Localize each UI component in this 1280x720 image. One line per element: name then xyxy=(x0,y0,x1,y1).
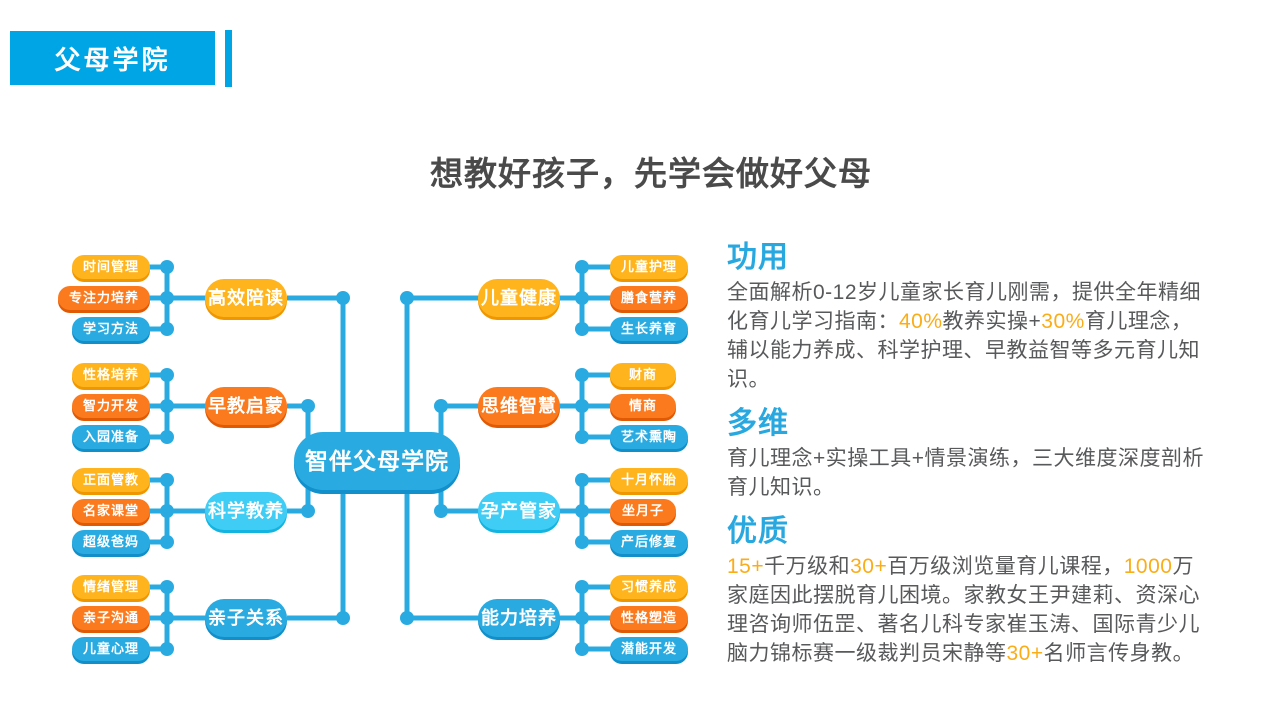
right-1-child-1: 情商 xyxy=(610,394,676,418)
section-heading-function: 功用 xyxy=(727,241,789,274)
right-1-child-2: 艺术熏陶 xyxy=(610,425,689,449)
right-0-child-1: 膳食营养 xyxy=(610,286,689,310)
section-body-multidimension: 育儿理念+实操工具+情景演练，三大维度深度剖析育儿知识。 xyxy=(727,447,1205,499)
right-0-child-2: 生长养育 xyxy=(610,317,689,341)
header-accent-bar xyxy=(225,30,232,87)
left-branch-0: 高效陪读 xyxy=(205,279,287,317)
right-3-child-2: 潜能开发 xyxy=(610,637,689,661)
left-2-child-1: 名家课堂 xyxy=(71,499,150,523)
left-branch-3: 亲子关系 xyxy=(205,599,287,637)
left-3-child-2: 儿童心理 xyxy=(71,637,150,661)
right-branch-1: 思维智慧 xyxy=(478,387,560,425)
right-2-child-1: 坐月子 xyxy=(610,499,676,523)
left-branch-1: 早教启蒙 xyxy=(205,387,287,425)
left-2-child-2: 超级爸妈 xyxy=(71,530,150,554)
right-2-child-0: 十月怀胎 xyxy=(610,468,689,492)
left-0-child-2: 学习方法 xyxy=(71,317,150,341)
right-3-child-1: 性格塑造 xyxy=(610,606,689,630)
left-3-child-1: 亲子沟通 xyxy=(71,606,150,630)
right-1-child-0: 财商 xyxy=(610,363,676,387)
right-2-child-2: 产后修复 xyxy=(610,530,689,554)
info-column: 功用 全面解析0-12岁儿童家长育儿刚需，提供全年精细化育儿学习指南：40%教养… xyxy=(727,241,1207,681)
left-0-child-1: 专注力培养 xyxy=(57,286,150,310)
left-1-child-0: 性格培养 xyxy=(71,363,150,387)
left-3-child-0: 情绪管理 xyxy=(71,575,150,599)
slide-title: 想教好孩子，先学会做好父母 xyxy=(430,155,872,192)
mindmap-center-node: 智伴父母学院 xyxy=(294,432,460,490)
left-2-child-0: 正面管教 xyxy=(71,468,150,492)
section-heading-multidimension: 多维 xyxy=(727,407,789,440)
right-3-child-0: 习惯养成 xyxy=(610,575,689,599)
right-branch-3: 能力培养 xyxy=(478,599,560,637)
right-0-child-0: 儿童护理 xyxy=(610,255,689,279)
header-badge: 父母学院 xyxy=(10,31,215,85)
right-branch-0: 儿童健康 xyxy=(478,279,560,317)
section-body-quality: 15+千万级和30+百万级浏览量育儿课程，1000万家庭因此摆脱育儿困境。家教女… xyxy=(727,555,1200,665)
left-0-child-0: 时间管理 xyxy=(71,255,150,279)
section-heading-quality: 优质 xyxy=(727,515,789,548)
left-1-child-2: 入园准备 xyxy=(71,425,150,449)
left-branch-2: 科学教养 xyxy=(205,492,287,530)
right-branch-2: 孕产管家 xyxy=(478,492,560,530)
left-1-child-1: 智力开发 xyxy=(71,394,150,418)
section-body-function: 全面解析0-12岁儿童家长育儿刚需，提供全年精细化育儿学习指南：40%教养实操+… xyxy=(727,281,1202,391)
